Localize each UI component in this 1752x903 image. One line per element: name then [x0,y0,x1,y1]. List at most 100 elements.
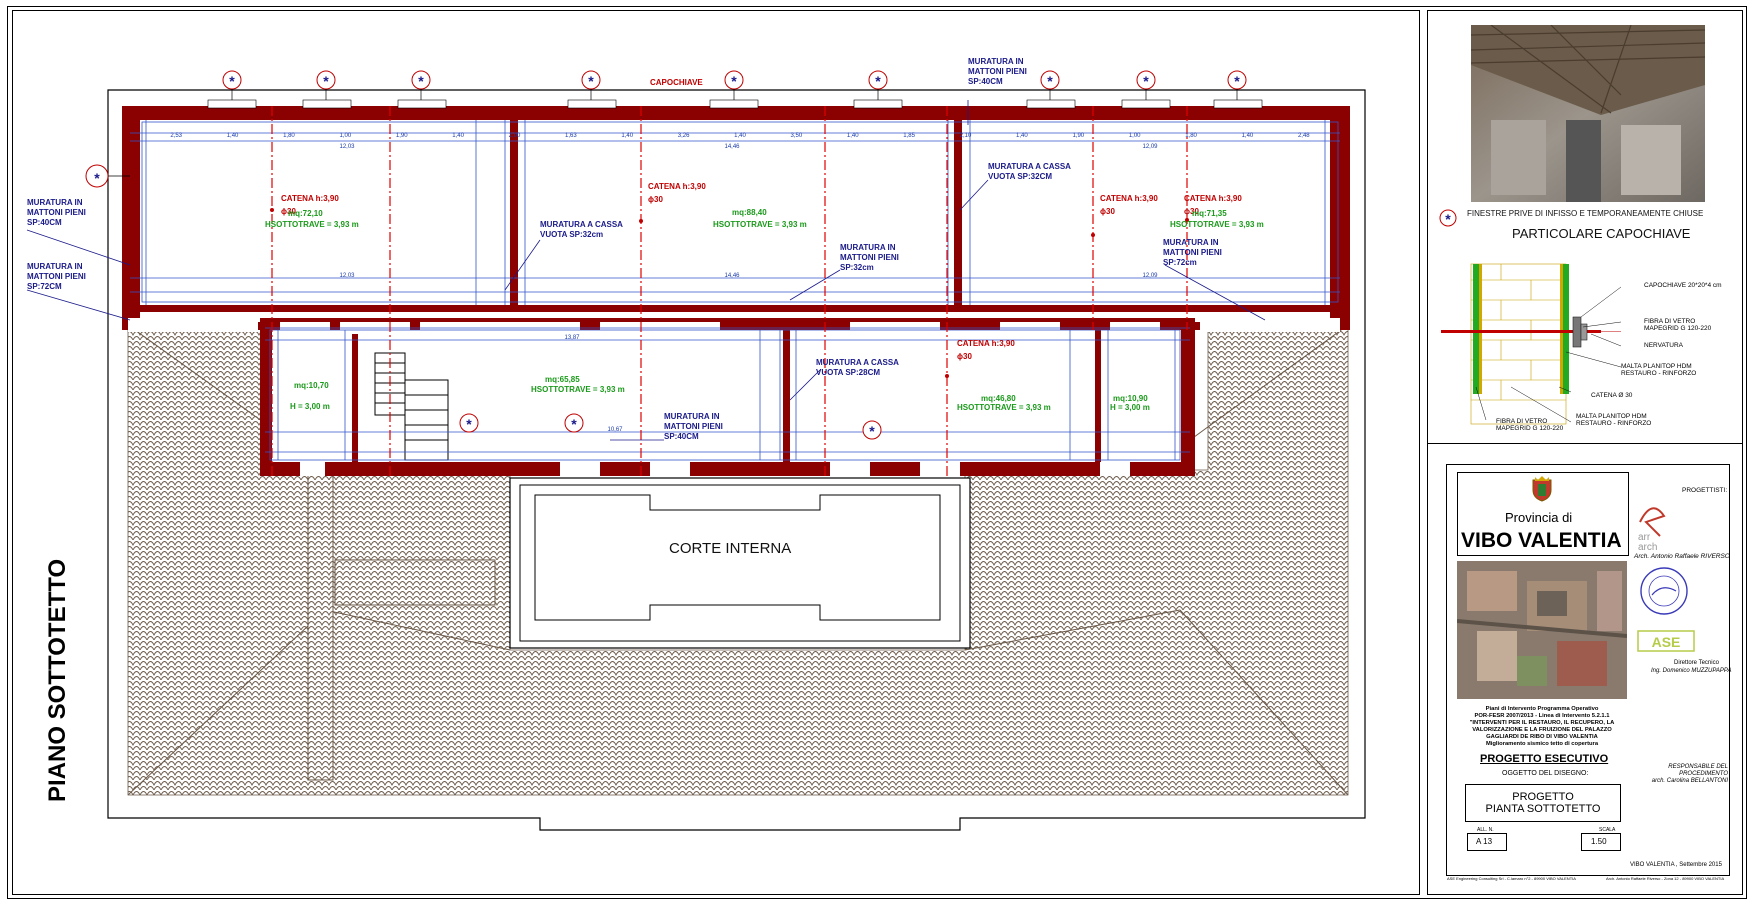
wall-label-2: MURATURA IN MATTONI PIENI SP:72CM [27,262,86,291]
svg-text:14,46: 14,46 [724,144,740,150]
svg-text:12,09: 12,09 [1142,273,1158,279]
dimension-label: 1,40 [1242,133,1254,139]
phi-label-5: ϕ30 [957,352,972,361]
phi-label-3: ϕ30 [1100,207,1115,216]
svg-text:*: * [1047,73,1053,89]
province-name: VIBO VALENTIA [1461,529,1622,552]
sidebar-frame [1427,10,1743,895]
wall-label-9: MURATURA IN MATTONI PIENI SP:40CM [664,412,723,441]
catena-label-2: CATENA h:3,90 [648,182,706,191]
progettisti-label: PROGETTISTI: [1682,487,1728,494]
drawing-name: PROGETTO PIANTA SOTTOTETTO [1485,791,1601,815]
svg-text:*: * [875,73,881,89]
svg-text:*: * [1234,73,1240,89]
drawing-name-box [1465,784,1621,822]
dimension-label: 1,40 [847,133,859,139]
direttore-label: Direttore Tecnico [1674,660,1719,666]
dimension-label: 1,80 [1185,133,1197,139]
scala-label: SCALA [1599,827,1616,833]
dimension-label: 1,90 [396,133,408,139]
responsabile: RESPONSABILE DEL PROCEDIMENTO arch. Caro… [1651,764,1728,784]
phi-label-2: ϕ30 [648,195,663,204]
dimension-label: 3,26 [678,133,690,139]
dimension-label: 1,40 [452,133,464,139]
all-label: ALL. N. [1477,827,1494,833]
dimension-label: 3,50 [791,133,803,139]
wall-label-8: MURATURA A CASSA VUOTA SP:28CM [816,358,899,377]
dimension-label: 2,00 [509,133,521,139]
province-box [1457,472,1629,556]
ceiling-photo [1471,25,1705,202]
footer-right: Arch. Antonio Raffaele Riverso - Zona 12… [1606,876,1725,881]
dimension-label: 1,00 [339,133,351,139]
courtyard [509,477,971,649]
room-height-1: HSOTTOTRAVE = 3,93 m [265,220,359,229]
dimension-label: 1,40 [621,133,633,139]
svg-text:13,87: 13,87 [564,335,580,341]
architect-name: Arch. Antonio Raffaele RIVERSO [1634,553,1730,560]
date-line: VIBO VALENTIA , Settembre 2015 [1630,862,1722,868]
catena-label-1: CATENA h:3,90 [281,194,339,203]
svg-text:12,03: 12,03 [339,273,355,279]
svg-text:*: * [571,416,577,432]
room-area-7: mq:10,90 [1113,394,1148,403]
wall-label-6: MURATURA IN MATTONI PIENI SP:32cm [840,243,899,272]
room-height-4: H = 3,00 m [290,402,330,411]
arr-arch-logo-icon: arr arch [1638,507,1666,551]
capochiave-detail [1441,263,1622,425]
svg-text:*: * [1445,211,1451,227]
dimension-label: 1,40 [227,133,239,139]
room-area-4: mq:10,70 [294,381,329,390]
title-block [1446,464,1730,876]
svg-text:12,03: 12,03 [339,144,355,150]
phase-label: PROGETTO ESECUTIVO [1480,753,1609,765]
detail-label-5: CATENA Ø 30 [1591,392,1633,399]
all-value-box [1467,833,1507,851]
catena-label-5: CATENA h:3,90 [957,339,1015,348]
legend-window-icon: * [1439,209,1457,227]
svg-text:*: * [94,170,100,186]
province-line: Provincia di [1505,510,1573,525]
room-height-6: HSOTTOTRAVE = 3,93 m [957,403,1051,412]
oggetto-label: OGGETTO DEL DISEGNO: [1502,770,1589,777]
dimension-label: 2,10 [960,133,972,139]
svg-text:*: * [1143,73,1149,89]
province-crest-icon [1532,476,1552,502]
phi-label-4: ϕ30 [1184,207,1199,216]
aerial-photo [1457,561,1627,699]
room-area-2: mq:88,40 [732,208,767,217]
svg-text:*: * [323,73,329,89]
dimension-label: 2,53 [170,133,182,139]
svg-text:14,46: 14,46 [724,273,740,279]
svg-text:*: * [869,423,875,439]
ase-logo-icon: ASE [1637,630,1695,652]
detail-label-1: CAPOCHIAVE 20*20*4 cm [1644,282,1722,289]
stamp-icon [1640,567,1688,615]
wall-label-7: MURATURA IN MATTONI PIENI SP:72cm [1163,238,1222,267]
detail-label-7: FIBRA DI VETRO MAPEGRID G 120-220 [1496,418,1564,432]
dimension-label: 1,40 [734,133,746,139]
detail-label-4: MALTA PLANITOP HDM RESTAURO - RINFORZO [1621,363,1697,377]
dimension-label: 1,00 [1129,133,1141,139]
svg-text:*: * [466,416,472,432]
wall-label-4: MURATURA IN MATTONI PIENI SP:40CM [968,57,1027,86]
dimension-label: 1,85 [903,133,915,139]
detail-title: PARTICOLARE CAPOCHIAVE [1512,226,1691,241]
legend-text: FINESTRE PRIVE DI INFISSO E TEMPORANEAME… [1467,209,1704,218]
scala-value-box [1581,833,1621,851]
drawing-frame [12,10,1420,895]
svg-text:arch: arch [1638,542,1657,551]
scala-value: 1.50 [1591,837,1607,846]
all-value: A 13 [1476,837,1493,846]
room-height-2: HSOTTOTRAVE = 3,93 m [713,220,807,229]
svg-text:10,67: 10,67 [607,427,623,433]
courtyard-label: CORTE INTERNA [669,540,792,557]
direttore-name: Ing. Domenico MUZZUPAPPA [1651,668,1732,674]
room-height-5: HSOTTOTRAVE = 3,93 m [531,385,625,394]
wall-label-5: MURATURA A CASSA VUOTA SP:32CM [988,162,1071,181]
dimension-label: 1,80 [283,133,295,139]
footer-left: ASE Engineering Consulting Srl - C.lamar… [1447,876,1576,881]
room-area-6: mq:46,80 [981,394,1016,403]
svg-text:arr: arr [1638,532,1651,543]
